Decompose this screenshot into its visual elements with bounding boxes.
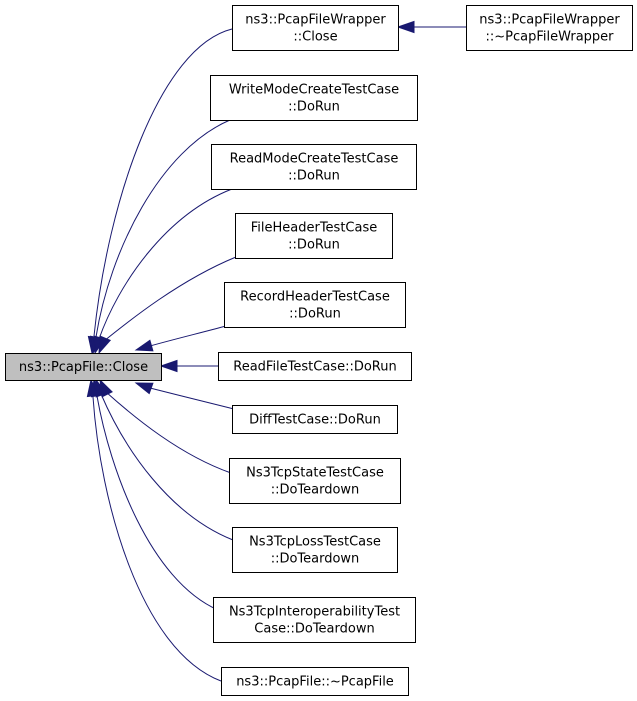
node-label: DiffTestCase::DoRun: [249, 413, 381, 428]
edge-line: [96, 395, 219, 611]
node-label: ::Close: [293, 30, 337, 45]
node-label: ns3::PcapFile::~PcapFile: [236, 675, 394, 690]
node-label: Ns3TcpStateTestCase: [246, 466, 384, 481]
node-label: Case::DoTeardown: [254, 622, 374, 637]
node-label: ::DoTeardown: [271, 483, 360, 498]
edge-line: [92, 396, 222, 682]
arrowhead: [396, 20, 415, 34]
node-read-mode[interactable]: ReadModeCreateTestCase::DoRun: [211, 144, 417, 190]
node-box[interactable]: [235, 213, 393, 259]
node-label: Ns3TcpLossTestCase: [249, 535, 381, 550]
edge-wrapper-dtor-to-wrapper-close: [396, 20, 466, 34]
node-write-mode[interactable]: WriteModeCreateTestCase::DoRun: [210, 75, 418, 121]
arrowhead: [134, 339, 154, 352]
arrowhead: [159, 359, 178, 373]
node-tcp-loss[interactable]: Ns3TcpLossTestCase::DoTeardown: [232, 527, 398, 573]
edge-read-file-to-root: [159, 359, 218, 373]
edge-pcapfile-dtor-to-root: [86, 378, 222, 682]
node-label: WriteModeCreateTestCase: [229, 83, 399, 98]
node-label: ::DoRun: [288, 238, 340, 253]
node-tcp-state[interactable]: Ns3TcpStateTestCase::DoTeardown: [229, 458, 401, 504]
node-root[interactable]: ns3::PcapFile::Close: [5, 353, 162, 381]
node-file-header[interactable]: FileHeaderTestCase::DoRun: [235, 213, 393, 259]
node-label: FileHeaderTestCase: [251, 221, 378, 236]
edge-file-header-to-root: [98, 256, 237, 355]
node-wrapper-close[interactable]: ns3::PcapFileWrapper::Close: [232, 5, 399, 51]
node-label: ReadModeCreateTestCase: [230, 152, 399, 167]
edge-layer: [86, 20, 466, 682]
node-label: ::~PcapFileWrapper: [485, 30, 614, 45]
node-diff[interactable]: DiffTestCase::DoRun: [232, 405, 398, 434]
node-box[interactable]: [218, 352, 412, 381]
node-box[interactable]: [232, 5, 399, 51]
edge-line: [93, 28, 233, 337]
node-box[interactable]: [229, 458, 401, 504]
edge-read-mode-to-root: [93, 188, 233, 355]
node-label: ::DoRun: [289, 307, 341, 322]
node-label: ns3::PcapFileWrapper: [479, 13, 620, 28]
edge-diff-to-root: [134, 382, 235, 410]
node-box[interactable]: [224, 282, 406, 328]
edge-line: [149, 387, 235, 410]
node-read-file[interactable]: ReadFileTestCase::DoRun: [218, 352, 412, 381]
node-box[interactable]: [221, 667, 409, 696]
node-label: ::DoRun: [288, 100, 340, 115]
node-tcp-interop[interactable]: Ns3TcpInteroperabilityTestCase::DoTeardo…: [213, 597, 416, 643]
edge-line: [98, 188, 233, 340]
edge-line: [95, 119, 231, 338]
edge-record-header-to-root: [134, 325, 227, 352]
node-label: ReadFileTestCase::DoRun: [233, 360, 396, 375]
node-box[interactable]: [466, 5, 633, 51]
node-record-header[interactable]: RecordHeaderTestCase::DoRun: [224, 282, 406, 328]
edge-line: [100, 393, 234, 541]
edge-line: [149, 325, 227, 347]
node-label: ns3::PcapFileWrapper: [245, 13, 386, 28]
node-box[interactable]: [211, 144, 417, 190]
node-box[interactable]: [213, 597, 416, 643]
node-box[interactable]: [210, 75, 418, 121]
edge-write-mode-to-root: [89, 119, 231, 355]
node-label: RecordHeaderTestCase: [240, 290, 390, 305]
node-layer: ns3::PcapFile::Close ns3::PcapFileWrapper…: [5, 5, 633, 696]
node-label: Ns3TcpInteroperabilityTest: [229, 605, 400, 620]
node-label: ns3::PcapFile::Close: [19, 360, 148, 375]
node-box[interactable]: [232, 405, 398, 434]
edge-line: [105, 391, 232, 474]
arrowhead: [86, 378, 100, 398]
node-box[interactable]: [232, 527, 398, 573]
edge-tcp-state-to-root: [99, 378, 232, 474]
arrowhead: [98, 335, 112, 355]
edge-line: [103, 256, 237, 342]
node-label: ::DoTeardown: [271, 552, 360, 567]
arrowhead: [134, 382, 154, 395]
node-wrapper-dtor[interactable]: ns3::PcapFileWrapper::~PcapFileWrapper: [466, 5, 633, 51]
node-box[interactable]: [5, 353, 162, 381]
node-label: ::DoRun: [288, 169, 340, 184]
node-pcapfile-dtor[interactable]: ns3::PcapFile::~PcapFile: [221, 667, 409, 696]
